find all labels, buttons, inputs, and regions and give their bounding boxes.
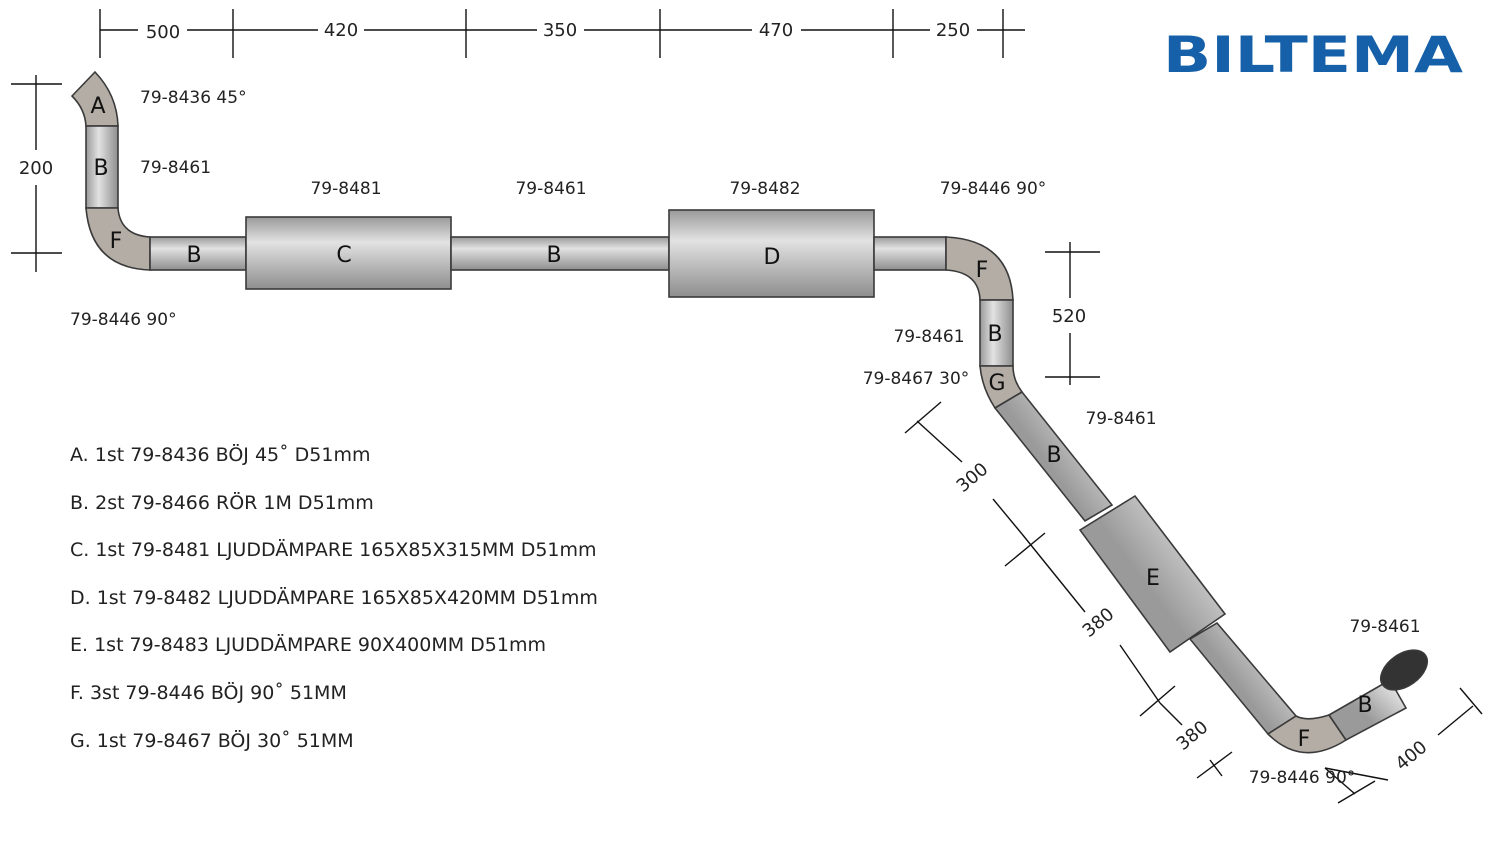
letter-f-2: F [976,258,989,283]
label-g-bend: 79-8467 30° [863,369,970,389]
legend-item-c: C. 1st 79-8481 LJUDDÄMPARE 165X85X315MM … [70,539,597,562]
label-f-bottom-bend: 79-8446 90° [1249,768,1356,788]
label-f-right-bend: 79-8446 90° [940,179,1047,199]
letter-a: A [90,94,105,119]
part-number-labels: 79-8436 45° 79-8461 79-8446 90° 79-8481 … [70,88,1421,788]
letter-b-2: B [186,243,201,268]
legend-item-e: E. 1st 79-8483 LJUDDÄMPARE 90X400MM D51m… [70,634,546,657]
label-d-muffler: 79-8482 [729,179,800,199]
part-letters: A B F B C B D F B G B E F B [90,94,1372,752]
dim-top-5: 250 [936,20,970,41]
part-b-tail [1327,678,1408,742]
label-b-tail-pipe: 79-8461 [1349,617,1420,637]
letter-f-1: F [110,229,123,254]
label-a-bend: 79-8436 45° [140,88,247,108]
letter-b-3: B [546,243,561,268]
legend-item-g: G. 1st 79-8467 BÖJ 30˚ 51MM [70,729,354,752]
left-dimension-lines [11,75,62,272]
letter-b-6: B [1357,693,1372,718]
label-b-right-pipe: 79-8461 [893,327,964,347]
part-pipe-after-e [1188,621,1298,736]
letter-d: D [764,245,781,270]
letter-b-4: B [987,322,1002,347]
letter-b-1: B [93,156,108,181]
dim-top-3: 350 [543,20,577,41]
diagonal-dimension-lines [904,401,1483,804]
dim-left-vertical: 200 [19,158,53,179]
part-b-middle [450,236,670,271]
dim-top-2: 420 [324,20,358,41]
label-c-muffler: 79-8481 [310,179,381,199]
label-b-top-pipe: 79-8461 [140,158,211,178]
label-b-diagonal-pipe: 79-8461 [1085,409,1156,429]
dim-diagonal-2: 380 [1079,604,1119,642]
legend-item-f: F. 3st 79-8446 BÖJ 90˚ 51MM [70,681,347,704]
letter-g: G [988,371,1005,396]
letter-f-3: F [1298,727,1311,752]
dim-tail: 400 [1392,737,1432,775]
dim-diagonal-1: 300 [953,459,993,497]
legend-item-d: D. 1st 79-8482 LJUDDÄMPARE 165X85X420MM … [70,586,598,609]
dim-top-4: 470 [759,20,793,41]
part-d-muffler [668,209,875,298]
top-dimension-lines [99,9,1025,58]
part-b-vertical-left [85,125,119,209]
label-f-left-bend: 79-8446 90° [70,310,177,330]
part-pipe-after-d [873,236,947,271]
part-e-muffler [1078,494,1227,654]
letter-b-5: B [1046,443,1061,468]
dim-top-1: 500 [146,22,180,43]
tail-tip-opening [1380,649,1428,691]
legend-item-b: B. 2st 79-8466 RÖR 1M D51mm [70,491,374,514]
label-b-middle-pipe: 79-8461 [515,179,586,199]
parts-legend: A. 1st 79-8436 BÖJ 45˚ D51mm B. 2st 79-8… [70,440,598,773]
dim-right-vertical: 520 [1052,306,1086,327]
right-dimension-lines [1045,242,1100,385]
part-b-diagonal [993,390,1114,523]
biltema-logo: BILTEMA [1163,26,1463,84]
legend-item-a: A. 1st 79-8436 BÖJ 45˚ D51mm [70,444,371,466]
letter-e: E [1146,566,1160,591]
part-c-muffler [245,216,452,290]
letter-c: C [336,243,351,268]
exhaust-parts [70,70,1428,754]
